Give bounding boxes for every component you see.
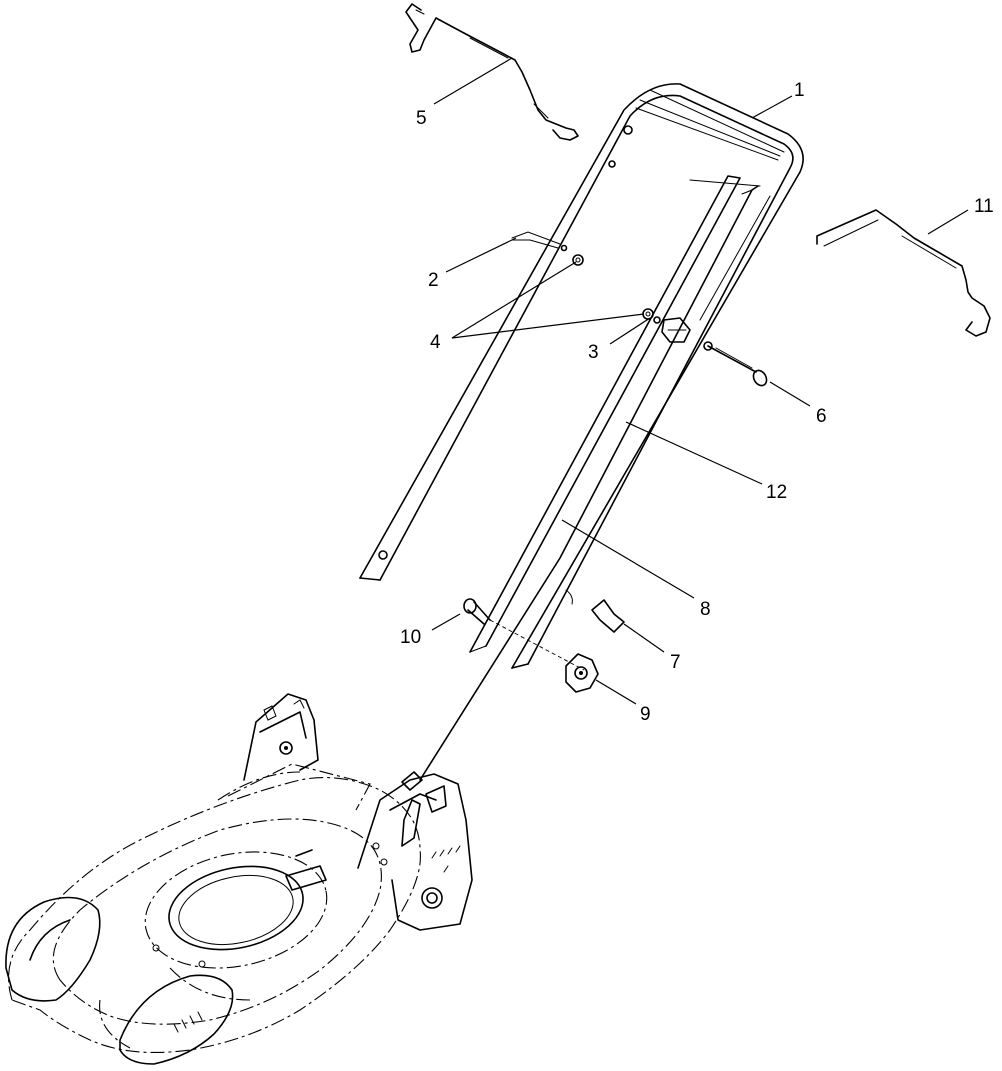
leader-6 (769, 381, 811, 407)
front-bumper-right (119, 974, 234, 1065)
leader-4a (451, 261, 577, 339)
callout-5: 5 (416, 108, 427, 129)
rear-height-bracket-right (357, 773, 473, 931)
callout-4: 4 (430, 332, 441, 353)
callout-2: 2 (428, 270, 439, 291)
front-bumper-left (5, 896, 101, 1002)
hairpin-cotter (511, 231, 568, 252)
callout-8: 8 (700, 599, 711, 620)
lower-handle-tube (469, 175, 741, 653)
callout-10: 10 (400, 627, 421, 648)
leader-10 (431, 613, 461, 631)
side-bail-wire (816, 209, 991, 337)
callout-12: 12 (766, 482, 787, 503)
callout-3: 3 (588, 342, 599, 363)
handle-knob (565, 653, 599, 693)
leader-3 (609, 317, 651, 345)
callout-labels: 1 2 3 4 5 6 7 8 9 10 11 12 (400, 80, 994, 725)
cable-guide (591, 599, 625, 633)
leader-5 (433, 57, 513, 105)
leader-8 (561, 519, 695, 599)
rear-height-bracket-left (243, 693, 319, 781)
upper-bail-wire (405, 3, 579, 141)
cable-clip (661, 317, 691, 343)
handle-bolt (463, 598, 585, 671)
leader-11 (927, 209, 969, 235)
leader-12 (625, 421, 763, 485)
leader-9 (595, 679, 637, 705)
carriage-bolt (707, 345, 768, 387)
leader-2 (445, 237, 517, 273)
callout-9: 9 (640, 704, 651, 725)
leader-4b (451, 313, 645, 339)
leader-1 (751, 95, 793, 119)
callout-6: 6 (816, 406, 827, 427)
callout-1: 1 (794, 80, 805, 101)
callout-7: 7 (670, 652, 681, 673)
upper-handle-loop (359, 83, 804, 669)
control-cable (401, 185, 771, 791)
leader-7 (623, 623, 665, 653)
leader-lines (431, 57, 969, 705)
callout-11: 11 (974, 196, 994, 217)
mower-deck (8, 763, 421, 1053)
